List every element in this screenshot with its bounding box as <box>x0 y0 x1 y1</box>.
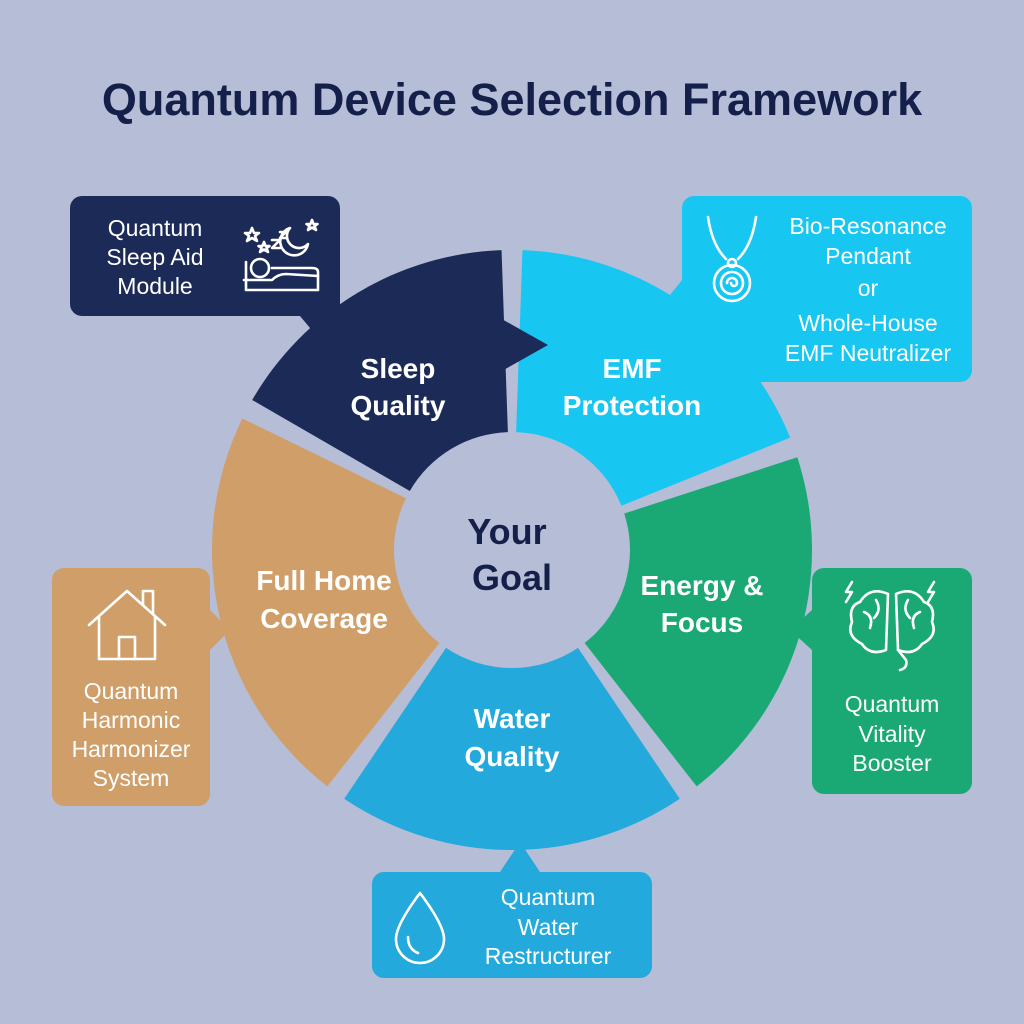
card-line: Harmonic <box>82 707 180 733</box>
page-title: Quantum Device Selection Framework <box>102 74 923 125</box>
card-line: Sleep Aid <box>106 244 203 270</box>
center-hub-label: Your Goal <box>467 511 556 598</box>
segment-label-line: Protection <box>563 390 701 421</box>
card-line: Water <box>518 914 579 940</box>
segment-label-line: Quality <box>351 390 446 421</box>
card-background <box>682 196 972 382</box>
segment-label-line: Full Home <box>256 565 391 596</box>
pendant-icon <box>706 215 758 303</box>
goal-wheel <box>211 250 812 851</box>
card-line: Pendant <box>825 243 911 269</box>
water-drop-icon <box>394 891 446 965</box>
card-line: Quantum <box>845 691 940 717</box>
sleep-segment-arrow <box>500 318 548 372</box>
segment-label-line: Coverage <box>260 603 388 634</box>
segment-label-energy-focus: Energy & Focus <box>641 570 764 638</box>
center-hub-line-2: Goal <box>472 557 552 598</box>
card-background <box>70 196 340 316</box>
card-line: EMF Neutralizer <box>785 340 951 366</box>
segment-water-quality <box>344 647 680 851</box>
segment-label-line: Quality <box>465 741 560 772</box>
card-line: Bio-Resonance <box>789 213 946 239</box>
card-line: System <box>93 765 170 791</box>
connector-vitality <box>790 610 812 650</box>
card-line: Module <box>117 273 192 299</box>
segment-emf-protection <box>516 250 791 506</box>
center-hub-circle <box>416 454 608 646</box>
brain-icon <box>844 580 936 672</box>
center-hub-line-1: Your <box>467 511 546 552</box>
segment-label-line: EMF <box>602 353 661 384</box>
card-line: Quantum <box>501 884 596 910</box>
connector-water <box>500 842 540 872</box>
card-background <box>52 568 210 806</box>
card-line: Quantum <box>108 215 203 241</box>
connector-home <box>210 610 230 650</box>
segment-energy-focus <box>584 457 812 787</box>
sleeping-person-icon <box>242 218 320 292</box>
segment-full-home-coverage <box>211 418 440 787</box>
house-icon <box>87 589 167 661</box>
card-line: Restructurer <box>485 943 612 969</box>
segment-label-line: Water <box>474 703 551 734</box>
connector-emf <box>650 280 682 322</box>
card-line: Harmonizer <box>72 736 191 762</box>
segment-label-line: Sleep <box>361 353 436 384</box>
card-line: Booster <box>852 750 932 776</box>
card-line: Vitality <box>858 721 926 747</box>
segment-label-emf-protection: EMF Protection <box>563 353 701 421</box>
card-line: Quantum <box>84 678 179 704</box>
segment-sleep-quality <box>252 250 508 491</box>
segment-label-line: Energy & <box>641 570 764 601</box>
center-hub: Your Goal <box>416 454 608 646</box>
segment-label-line: Focus <box>661 607 743 638</box>
card-line: or <box>858 275 879 301</box>
connector-sleep-aid <box>300 316 345 340</box>
card-line: Whole-House <box>798 310 937 336</box>
card-connectors <box>210 280 812 872</box>
